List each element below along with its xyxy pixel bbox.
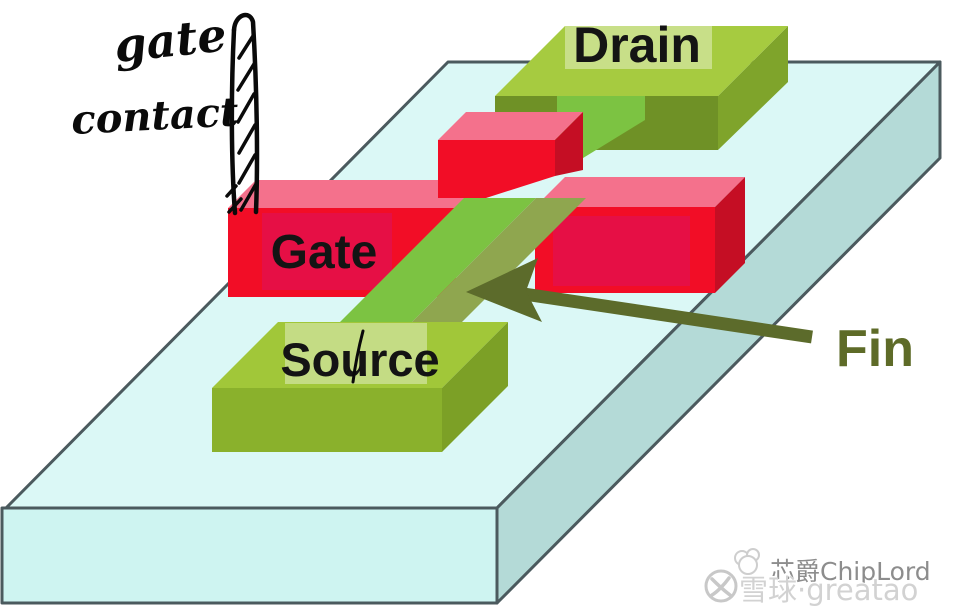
gate-box-side-face	[555, 112, 583, 176]
source-top-face	[212, 322, 508, 388]
brand-watermark: 芯爵ChipLord	[770, 557, 931, 586]
gate-left-top-face	[228, 180, 486, 208]
substrate-front-face	[0, 506, 499, 605]
drain-block: Drain	[495, 13, 788, 150]
drain-label-band	[565, 13, 712, 69]
account-watermark-highlight: 雪球·greatao	[738, 572, 917, 606]
fin-label: Fin	[836, 320, 914, 378]
chiplord-logo-icon	[734, 548, 760, 575]
fin-callout: Fin	[466, 258, 914, 378]
substrate-right-face	[495, 60, 942, 605]
gate-over-fin-box	[438, 112, 583, 198]
pillar-top-right-stroke	[231, 12, 260, 215]
pillar-hatch-1	[237, 34, 255, 60]
gate-right-side-face	[715, 177, 745, 293]
handwritten-contact-word: contact	[70, 88, 240, 144]
gate-right-front-patch	[553, 216, 690, 286]
fin-arrowhead-icon	[466, 258, 542, 322]
pillar-left-stroke	[229, 27, 238, 216]
source-front-face	[212, 388, 442, 452]
drain-label: Drain	[573, 17, 701, 73]
brand-watermark-highlight: 芯爵ChipLord	[769, 556, 930, 585]
source-side-face	[442, 322, 508, 452]
gate-label: Gate	[271, 226, 378, 279]
fin-arrow-shaft	[523, 287, 813, 344]
handwritten-gate-word: gate	[112, 7, 230, 72]
gate-left-front-patch	[262, 213, 392, 290]
xueqiu-logo-icon	[704, 569, 738, 603]
stray-pen-mark	[351, 329, 365, 384]
pillar-hatch-3	[236, 92, 256, 124]
pillar-base-flick-1	[225, 184, 238, 198]
watermark: 芯爵ChipLord 芯爵ChipLord 雪球·greatao 雪球·grea…	[704, 548, 931, 607]
fin-top-face	[317, 198, 536, 345]
pillar-hatch-6	[239, 182, 258, 212]
pillar-hatch-4	[237, 123, 257, 155]
gate-contact-annotation: gate contact	[70, 7, 365, 384]
drain-top-face	[495, 26, 788, 96]
gate-right-top-face	[535, 177, 745, 207]
gate-box-front-face	[438, 140, 555, 198]
gate-contact-pillar-sketch	[225, 12, 260, 216]
pillar-hatch-5	[237, 153, 257, 185]
drain-side-face	[718, 26, 788, 150]
gate-box-top-face	[438, 112, 583, 140]
account-watermark: 雪球·greatao	[739, 573, 918, 607]
fin-side-face	[389, 198, 586, 345]
gate-right-slab	[535, 177, 745, 293]
source-label-band	[285, 323, 427, 384]
pillar-base-flick-2	[227, 197, 243, 214]
pillar-hatch-2	[236, 62, 256, 92]
